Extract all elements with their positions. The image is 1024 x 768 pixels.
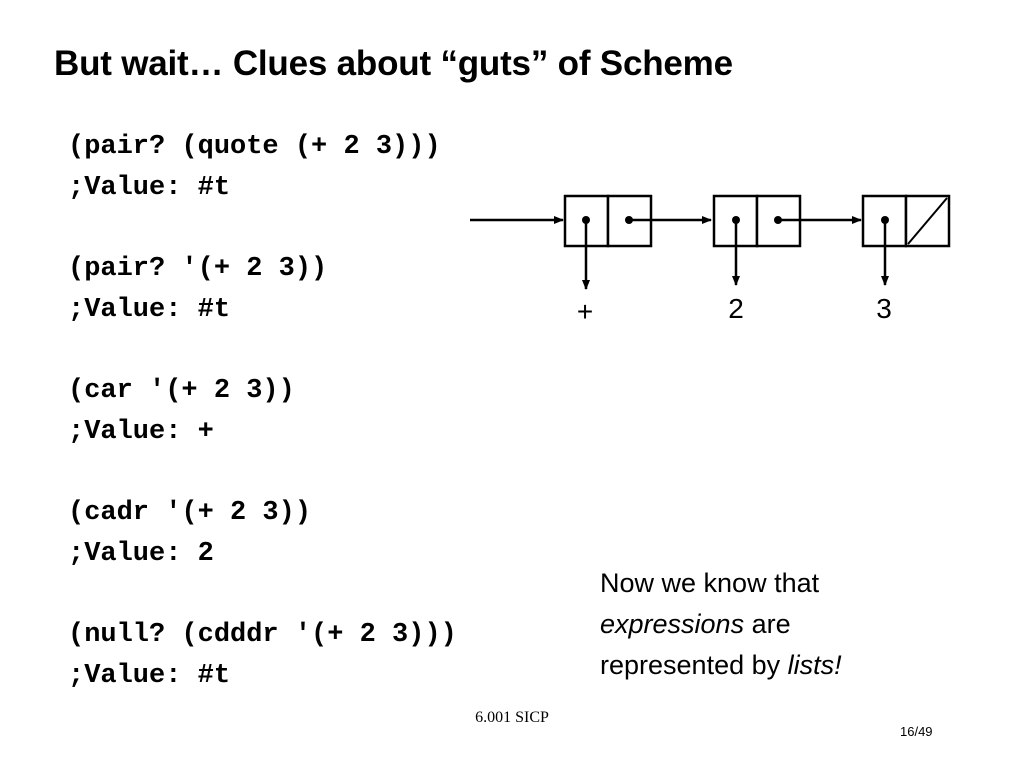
code-expression: (car '(+ 2 3)) (68, 376, 295, 406)
conclusion-text: Now we know that expressions are represe… (600, 563, 842, 686)
cons-cell-2 (712, 194, 862, 286)
slide-title: But wait… Clues about “guts” of Scheme (54, 44, 733, 83)
conclusion-line-1: Now we know that (600, 568, 820, 598)
element-label-plus: + (577, 296, 593, 327)
code-result: ;Value: #t (68, 295, 231, 325)
conclusion-represented-by: represented by (600, 650, 788, 680)
conclusion-are: are (744, 609, 791, 639)
code-expression: (pair? (quote (+ 2 3))) (68, 132, 441, 162)
conclusion-line-2: expressions are (600, 604, 842, 645)
code-result: ;Value: #t (68, 661, 231, 691)
element-label-3: 3 (876, 293, 892, 324)
footer-course: 6.001 SICP (475, 709, 549, 726)
cons-cell-3 (861, 194, 951, 286)
lists-emphasis: lists! (787, 650, 842, 680)
code-block: (pair? (quote (+ 2 3))) ;Value: #t (pair… (68, 127, 457, 697)
expressions-emphasis: expressions (600, 609, 745, 639)
code-expression: (null? (cdddr '(+ 2 3))) (68, 620, 457, 650)
page-number: 16/49 (900, 724, 933, 739)
code-result: ;Value: + (68, 417, 214, 447)
nil-slash (907, 197, 948, 245)
element-label-2: 2 (728, 293, 744, 324)
code-result: ;Value: #t (68, 173, 231, 203)
code-expression: (cadr '(+ 2 3)) (68, 498, 312, 528)
cons-cell-1 (563, 194, 712, 290)
code-expression: (pair? '(+ 2 3)) (68, 254, 328, 284)
code-result: ;Value: 2 (68, 539, 214, 569)
conclusion-line-3: represented by lists! (600, 645, 842, 686)
